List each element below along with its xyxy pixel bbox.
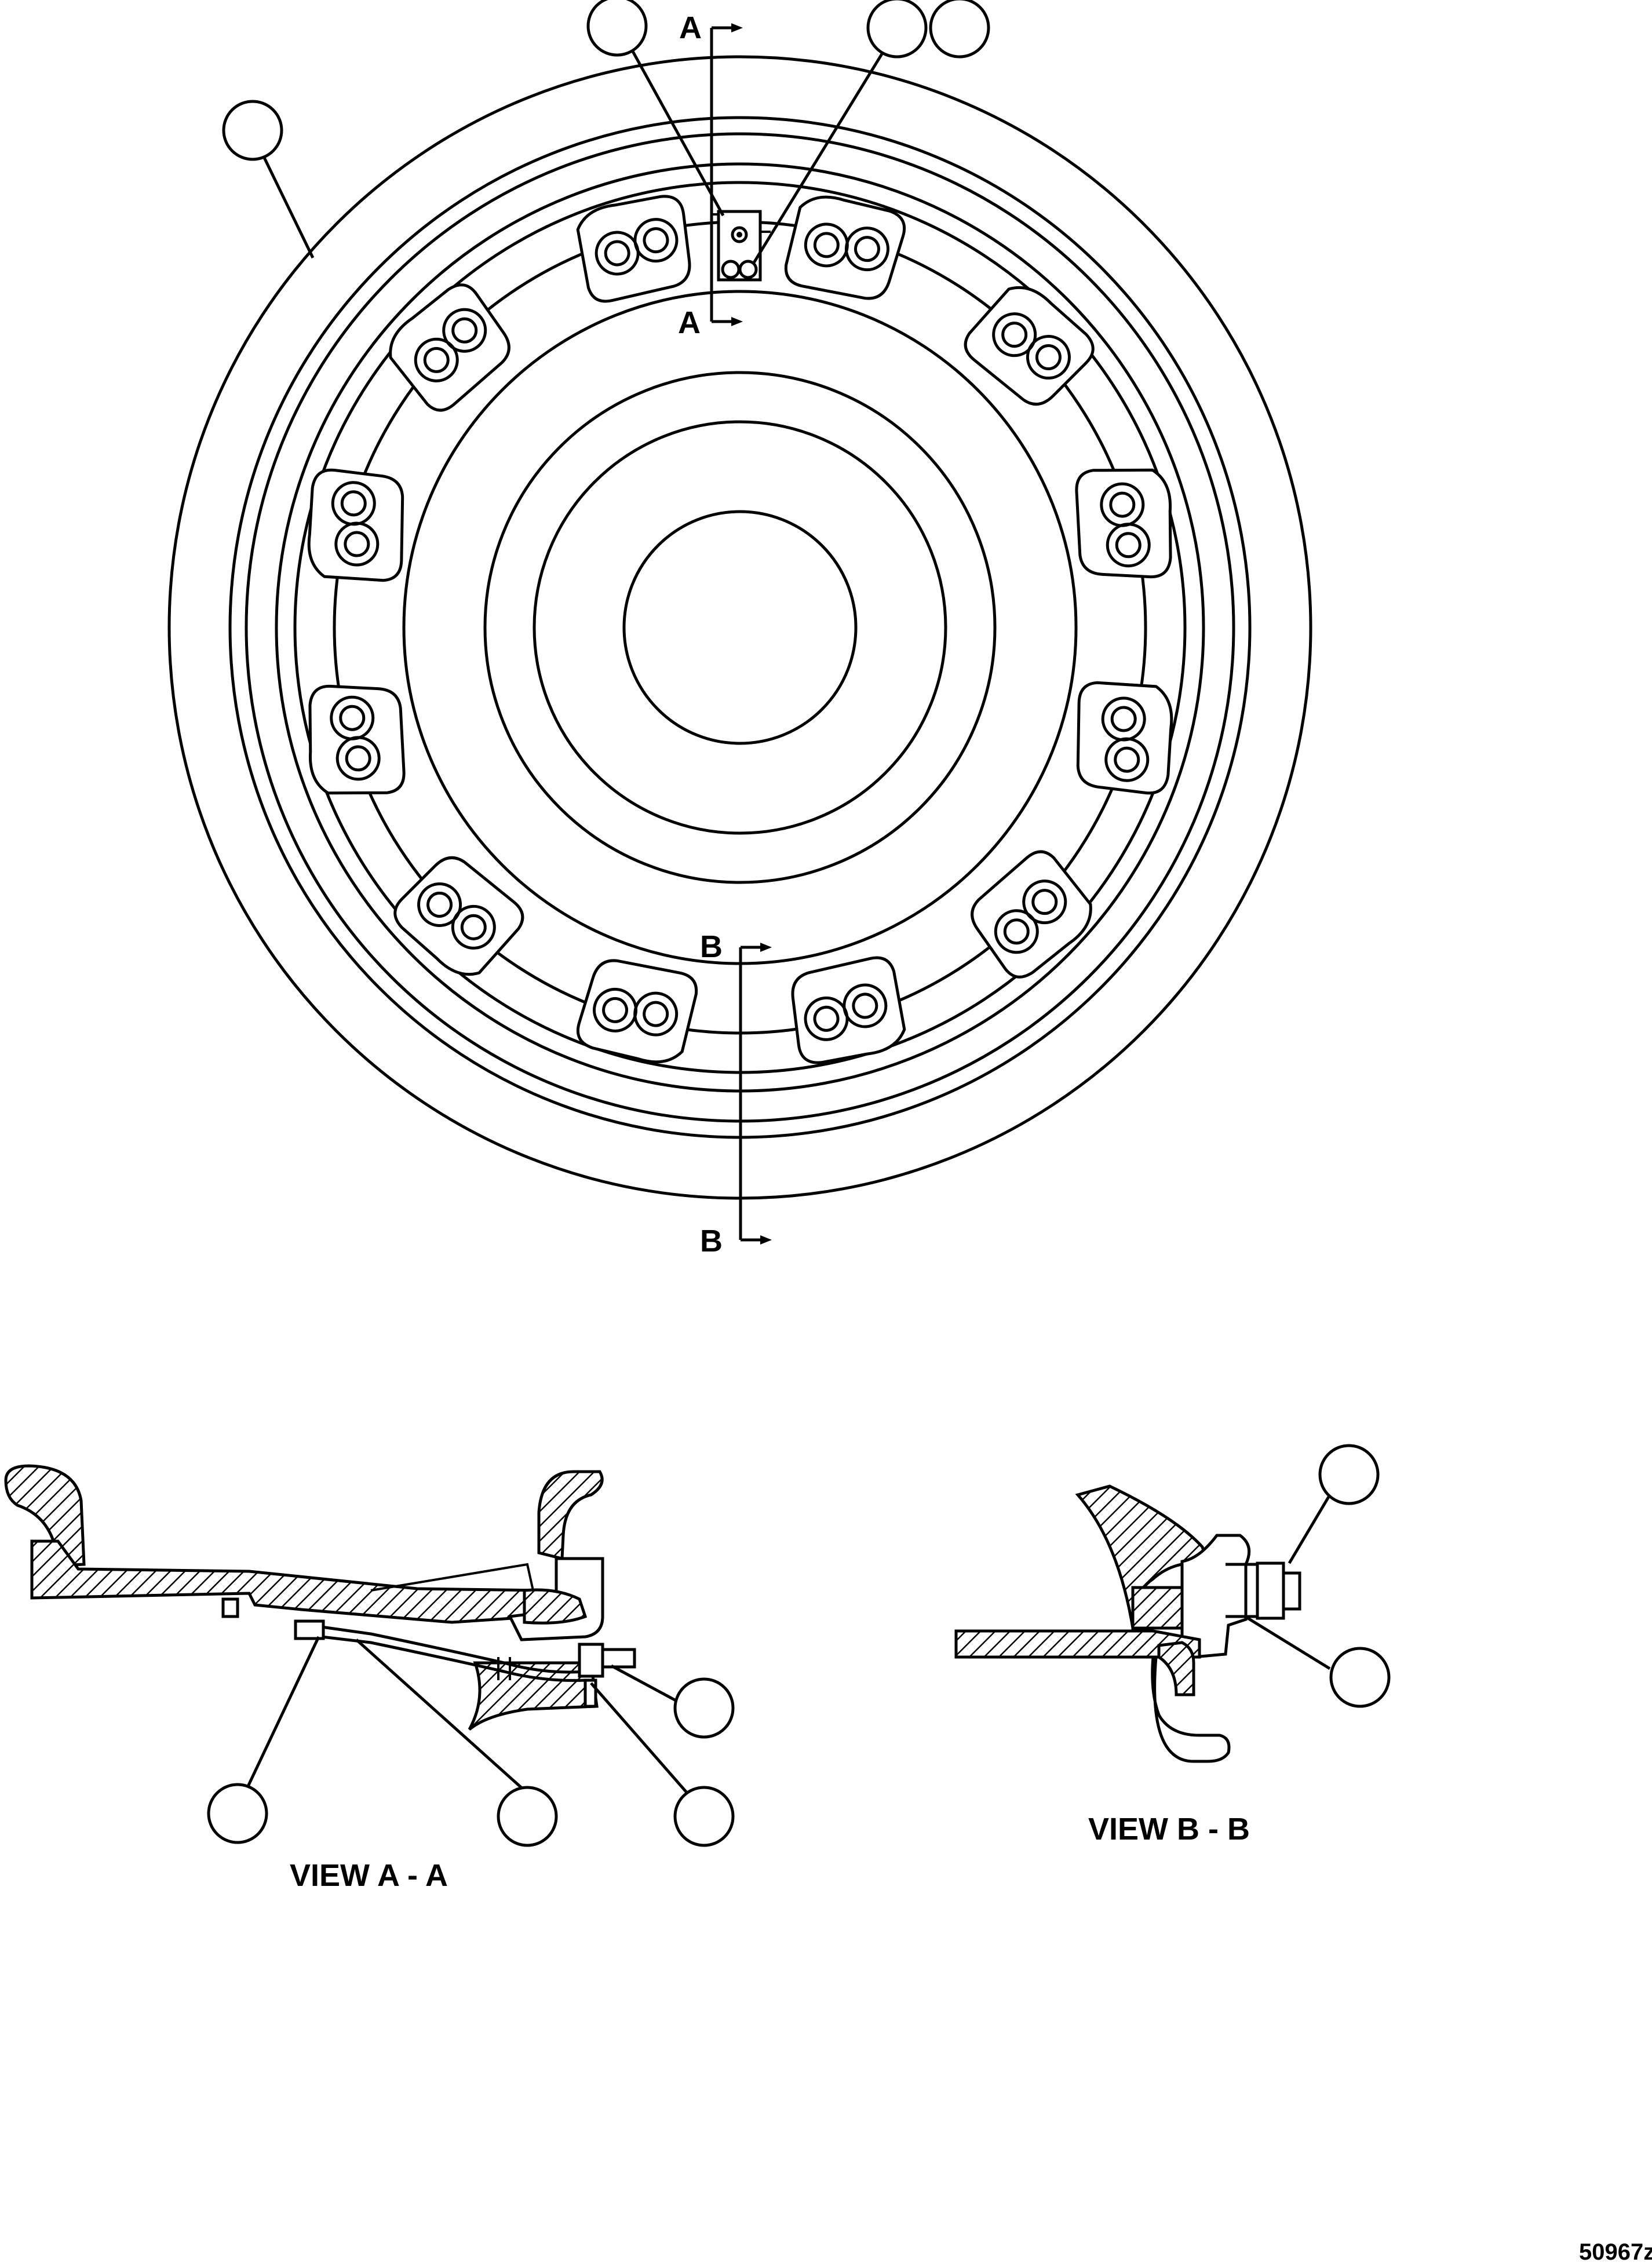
callout-bubble: [586, 0, 648, 57]
section-label-a-top: A: [679, 10, 702, 45]
hose-cap: [601, 1648, 636, 1669]
callout-bubble: [929, 0, 990, 59]
bolt-pad: [308, 684, 404, 796]
view-b-title: VIEW B - B: [1088, 1812, 1250, 1847]
bolt-pad: [784, 954, 910, 1068]
callout-bubble: [497, 1786, 558, 1847]
bolt-pad: [308, 469, 404, 581]
hub-outer-ring: [402, 290, 1078, 965]
hose-fitting-left: [294, 1619, 325, 1640]
clamp-nut: [1256, 1561, 1285, 1620]
hose-fitting-right: [578, 1643, 604, 1678]
hub-inner-ring: [533, 420, 947, 835]
section-line-b: B B: [700, 929, 772, 1258]
section-label-b-top: B: [700, 929, 723, 964]
callout-bubble: [673, 1677, 735, 1739]
callout-bubble: [1329, 1647, 1391, 1708]
section-line-a: A A: [678, 10, 743, 340]
callout-bubble: [207, 1783, 268, 1844]
callout-bubble: [673, 1786, 735, 1847]
valve-stem: [713, 210, 771, 282]
bolt-pad: [1076, 468, 1173, 579]
hub-mid-ring: [483, 371, 997, 884]
bolt-pad: [378, 276, 522, 417]
callouts-top: [222, 0, 990, 265]
clamp-bolt-end: [1282, 1571, 1301, 1611]
bolt-pad: [386, 845, 530, 986]
bolt-pad: [960, 845, 1103, 986]
callout-bubble: [866, 0, 928, 59]
callout-bubble: [222, 100, 283, 161]
axle-bore: [622, 510, 858, 745]
bolt-pad: [1076, 682, 1173, 794]
bolt-pad: [574, 955, 700, 1068]
bolt-pad: [958, 275, 1102, 416]
callout-bubble: [1318, 1444, 1380, 1505]
section-label-a-bottom: A: [678, 305, 701, 340]
section-label-b-bottom: B: [700, 1224, 723, 1258]
section-view-a: VIEW A - A: [4, 1464, 735, 1893]
section-view-b: VIEW B - B: [954, 1444, 1391, 1847]
wheel-face-view: A A B B: [167, 0, 1312, 1258]
figure-id: 50967z: [1579, 2239, 1652, 2265]
view-a-title: VIEW A - A: [290, 1858, 448, 1893]
